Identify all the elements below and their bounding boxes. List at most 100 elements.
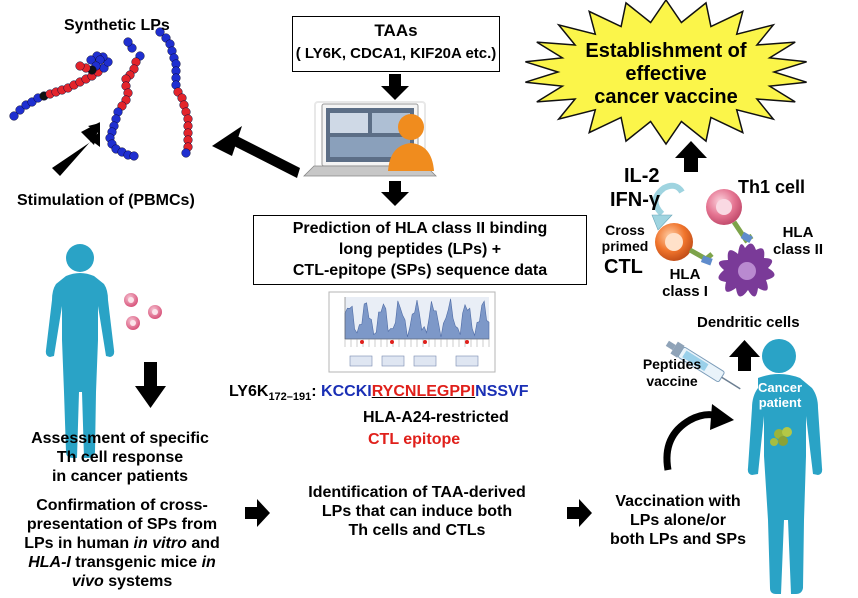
ifn-label: IFN-γ bbox=[610, 189, 660, 211]
sequence-prefix: KCCKI bbox=[321, 383, 372, 400]
assessment-text: Assessment of specific Th cell response … bbox=[4, 429, 236, 486]
taas-box: TAAs ( LY6K, CDCA1, KIF20A etc.) bbox=[292, 16, 500, 72]
ctl-label: CTL bbox=[604, 256, 643, 278]
confirmation-line3-b: in vitro bbox=[133, 535, 187, 552]
human-figure-right bbox=[747, 339, 823, 594]
hla-ii-line1: HLA bbox=[782, 224, 814, 241]
confirmation-line3-a: LPs in human bbox=[24, 535, 134, 552]
curved-arrow-to-patient bbox=[663, 411, 720, 471]
small-cells-cluster bbox=[124, 293, 162, 330]
confirmation-line4-b: transgenic mice bbox=[70, 554, 202, 571]
confirmation-line5: vivo systems bbox=[0, 572, 244, 591]
taas-examples: ( LY6K, CDCA1, KIF20A etc.) bbox=[295, 45, 497, 62]
vaccine-burst bbox=[525, 0, 807, 146]
identification-line2: LPs that can induce both bbox=[321, 503, 513, 520]
sequence-line: LY6K172–191: KCCKIRYCNLEGPPINSSVF bbox=[229, 383, 528, 403]
lp-bead bbox=[9, 111, 19, 121]
assessment-line3: in cancer patients bbox=[51, 468, 189, 485]
confirmation-line3: LPs in human in vitro and bbox=[0, 534, 244, 553]
cytokine-curved-arrow bbox=[652, 182, 685, 217]
burst-text: Establishment of effective cancer vaccin… bbox=[562, 40, 770, 109]
confirmation-line2: presentation of SPs from bbox=[26, 516, 218, 533]
dendritic-cell bbox=[718, 243, 775, 297]
tumor-icon bbox=[770, 427, 792, 446]
vaccination-line1: Vaccination with bbox=[615, 493, 741, 510]
peptides-line1: Peptides bbox=[642, 356, 702, 372]
lp-bead bbox=[75, 61, 85, 71]
prediction-line2: long peptides (LPs) + bbox=[338, 241, 502, 258]
stimulation-label: Stimulation of (PBMCs) bbox=[17, 192, 195, 209]
ctl-cell bbox=[655, 223, 714, 266]
confirmation-line4: HLA-I transgenic mice in bbox=[0, 553, 244, 572]
sequence-suffix: NSSVF bbox=[475, 383, 529, 400]
prediction-line1: Prediction of HLA class II binding bbox=[292, 220, 548, 237]
vaccination-text: Vaccination with LPs alone/or both LPs a… bbox=[594, 492, 762, 549]
restriction-label: HLA-A24-restricted bbox=[363, 409, 509, 426]
arrow-taas-to-laptop bbox=[381, 74, 409, 100]
th1-cell bbox=[706, 189, 754, 244]
confirmation-line5-a: vivo bbox=[71, 573, 104, 590]
lp-bead bbox=[15, 105, 25, 115]
synthetic-lps-label: Synthetic LPs bbox=[64, 17, 170, 34]
prediction-line3: CTL-epitope (SPs) sequence data bbox=[292, 262, 548, 279]
hla-ii-line2: class II bbox=[772, 241, 824, 258]
arrow-to-stimulation bbox=[52, 123, 100, 176]
ctl-epitope-label: CTL epitope bbox=[368, 431, 461, 448]
hla-i-line1: HLA bbox=[669, 266, 701, 283]
cross-primed-label: Cross primed bbox=[598, 222, 652, 254]
peptides-line2: vaccine bbox=[646, 373, 698, 389]
arrow-confirmation-to-identification bbox=[245, 499, 270, 527]
hla-class-i-label: HLA class I bbox=[655, 266, 715, 300]
lp-bead bbox=[155, 27, 165, 37]
arrow-to-burst bbox=[675, 141, 707, 172]
identification-text: Identification of TAA-derived LPs that c… bbox=[272, 483, 562, 540]
confirmation-line1: Confirmation of cross- bbox=[36, 497, 208, 514]
arrow-to-synthetic-lps bbox=[212, 126, 300, 178]
confirmation-text: Confirmation of cross- presentation of S… bbox=[0, 496, 244, 591]
arrow-laptop-to-prediction bbox=[381, 181, 409, 206]
sequence-label: LY6K bbox=[229, 383, 269, 400]
sequence-epitope: RYCNLEGPPI bbox=[371, 383, 476, 400]
prediction-box: Prediction of HLA class II binding long … bbox=[253, 215, 587, 285]
assessment-line2: Th cell response bbox=[56, 449, 184, 466]
burst-line1: Establishment of bbox=[585, 40, 747, 62]
vaccination-line2: LPs alone/or bbox=[629, 512, 727, 529]
lp-bead bbox=[123, 37, 133, 47]
lp-bead bbox=[181, 148, 191, 158]
identification-line1: Identification of TAA-derived bbox=[308, 484, 526, 501]
peptides-vaccine-label: Peptides vaccine bbox=[637, 356, 707, 390]
confirmation-line5-b: systems bbox=[103, 573, 173, 590]
il2-label: IL-2 bbox=[624, 165, 660, 187]
cross-line2: primed bbox=[601, 238, 649, 254]
confirmation-line4-a: HLA-I bbox=[28, 554, 71, 571]
binding-prediction-plot bbox=[328, 291, 496, 373]
sequence-colon: : bbox=[311, 383, 317, 400]
syringe-icon bbox=[665, 340, 741, 390]
burst-line2: effective bbox=[625, 63, 707, 85]
vaccination-line3: both LPs and SPs bbox=[609, 531, 746, 548]
confirmation-line4-c: in bbox=[201, 554, 216, 571]
cancer-line1: Cancer bbox=[757, 380, 803, 395]
confirmation-line3-c: and bbox=[186, 535, 220, 552]
synthetic-lp-chains bbox=[9, 27, 193, 161]
cross-line1: Cross bbox=[605, 222, 645, 238]
assessment-line1: Assessment of specific bbox=[31, 430, 209, 447]
hla-i-line2: class I bbox=[662, 283, 708, 300]
arrow-to-assessment bbox=[135, 362, 166, 408]
burst-line3: cancer vaccine bbox=[594, 86, 738, 108]
arrow-identification-to-vaccination bbox=[567, 499, 592, 527]
cancer-patient-label: Cancer patient bbox=[752, 380, 808, 410]
taas-title: TAAs bbox=[374, 21, 418, 40]
identification-line3: Th cells and CTLs bbox=[348, 522, 486, 539]
lp-bead bbox=[129, 151, 139, 161]
laptop-user-icon bbox=[303, 101, 437, 177]
th1-cell-label: Th1 cell bbox=[738, 177, 806, 197]
arrow-to-dendritic bbox=[729, 340, 760, 371]
hla-class-ii-label: HLA class II bbox=[766, 224, 830, 258]
sequence-range: 172–191 bbox=[268, 391, 312, 404]
human-figure-left bbox=[45, 244, 115, 458]
lp-bead bbox=[86, 55, 96, 65]
dendritic-cells-label: Dendritic cells bbox=[697, 314, 800, 331]
